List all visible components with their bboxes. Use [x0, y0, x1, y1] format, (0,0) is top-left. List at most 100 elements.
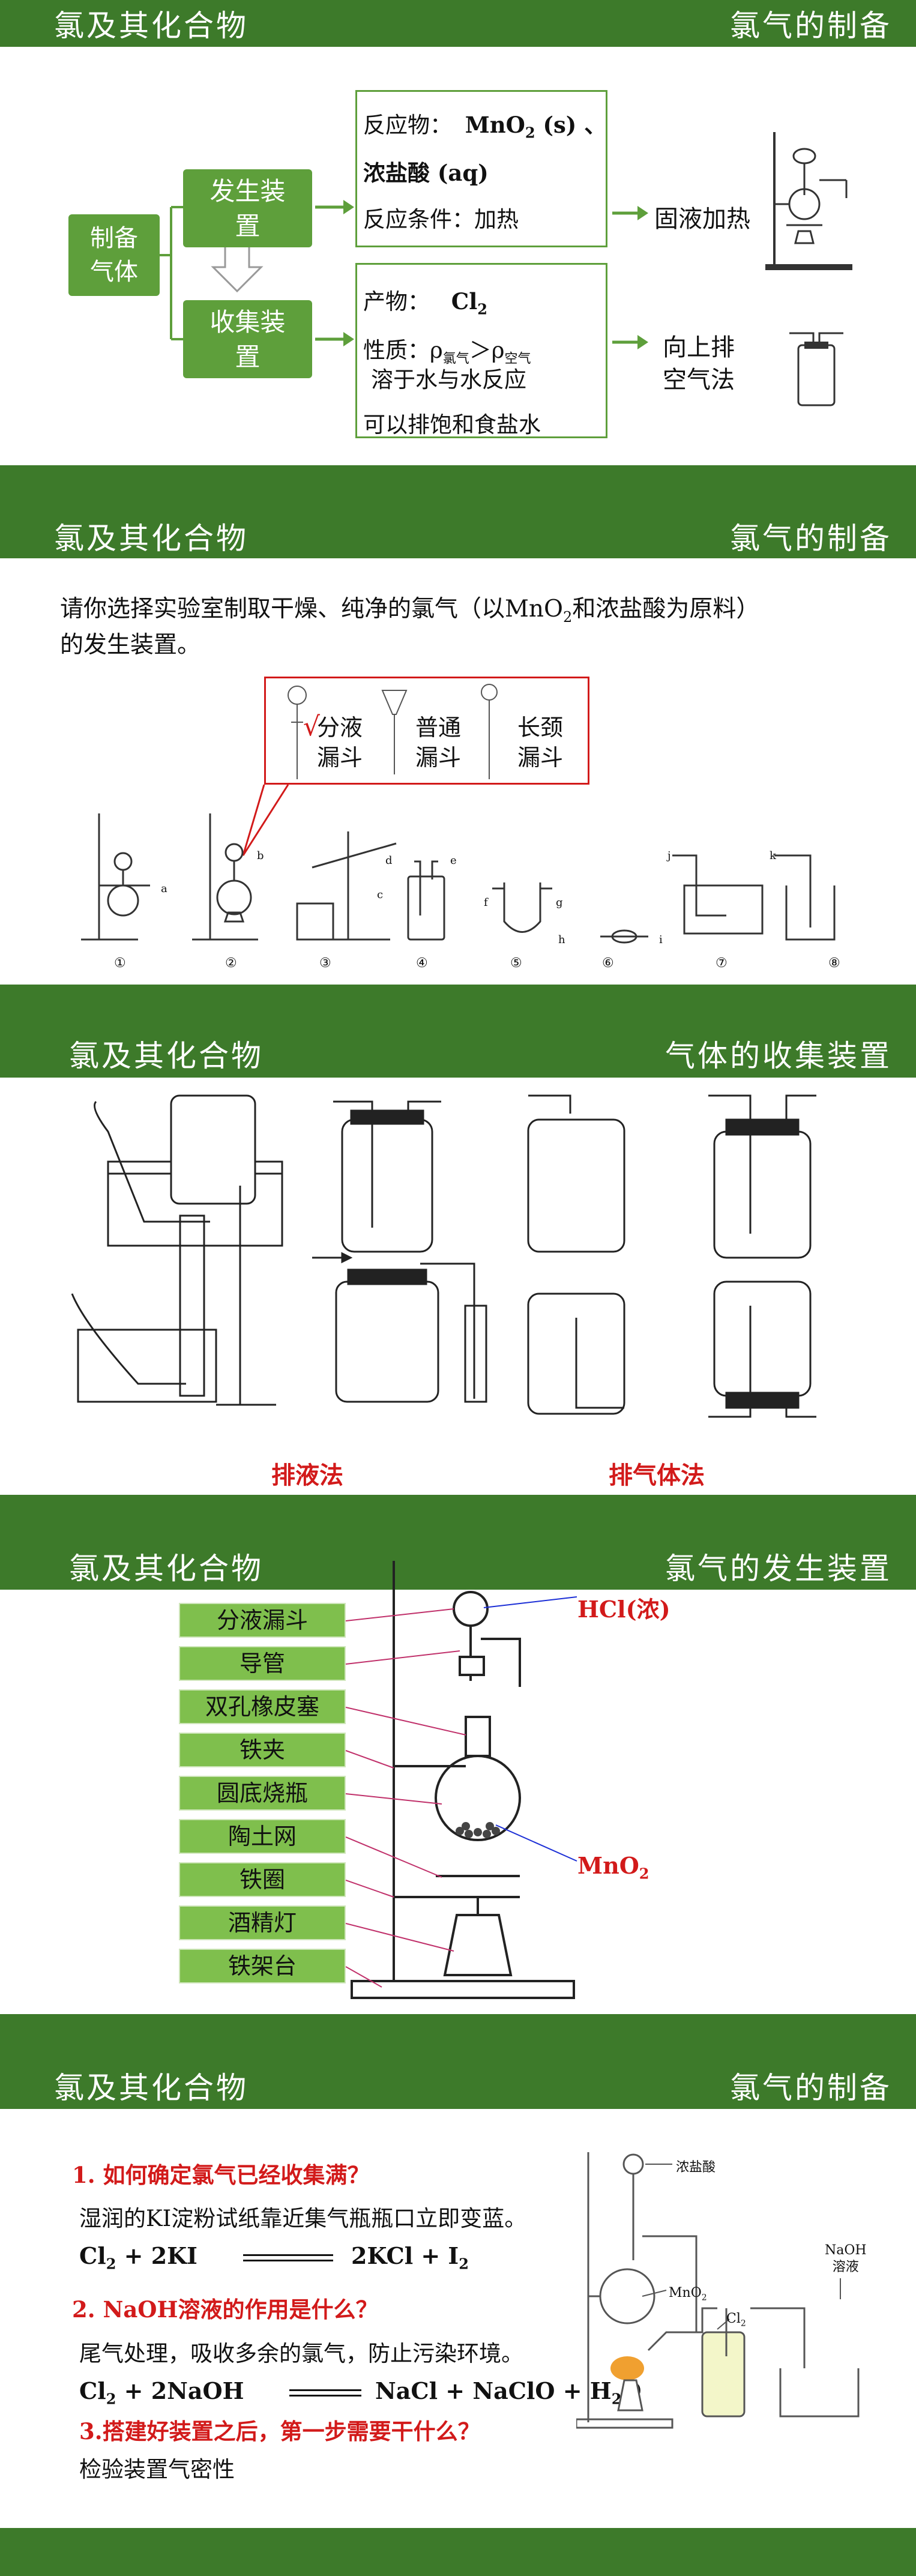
apparatus-number: ①: [114, 956, 126, 971]
separator-band-3: [0, 1495, 916, 1543]
port-letter: d: [385, 854, 393, 867]
section-title: 氯气的制备: [730, 2071, 892, 2105]
port-letter: c: [377, 888, 384, 901]
gas-collection-bottle: [789, 332, 843, 406]
equation-1: Cl2 + 2KI: [79, 2242, 197, 2273]
callout-pointer: [242, 784, 289, 856]
equation-1-right: 2KCl + I2: [351, 2242, 469, 2273]
answer-1: 湿润的KI淀粉试纸靠近集气瓶瓶口立即变蓝。: [79, 2206, 527, 2231]
section-title: 氯气的制备: [730, 8, 892, 43]
port-letter: f: [484, 896, 488, 909]
slide-1-title-bar: 氯及其化合物 氯气的制备: [0, 0, 916, 47]
property-line: 性质：ρ氯气＞ρ空气: [363, 337, 531, 367]
collection-result-1: 向上排: [663, 334, 735, 361]
part-label: 铁架台: [179, 1949, 346, 1983]
generation-info-box: [355, 90, 607, 247]
topic-title: 氯及其化合物: [54, 520, 249, 556]
section-title: 气体的收集装置: [665, 1039, 892, 1073]
liquid-method-label: 排液法: [271, 1461, 343, 1489]
apparatus-number: ④: [416, 956, 428, 971]
separator-band-1: [0, 465, 916, 513]
port-letter: e: [450, 854, 457, 867]
part-label: 酒精灯: [179, 1905, 346, 1940]
reactant-line: 反应物： MnO2 (s) 、: [363, 112, 607, 142]
port-letter: g: [556, 896, 563, 909]
separatory-funnel-icon: [288, 686, 307, 779]
port-letter: k: [770, 849, 776, 862]
slide-1-overview: 氯及其化合物 氯气的制备 制备 气体 发生装 置 收集装 置 反应物： MnO2…: [0, 0, 916, 516]
slide-5-questions: 氯及其化合物 氯气的制备 1. 如何确定氯气已经收集满？ 湿润的KI淀粉试纸靠近…: [0, 2062, 916, 2576]
generation-device-box: 发生装 置: [183, 169, 312, 247]
hcl-label: HCl(浓): [577, 1596, 670, 1623]
answer-2: 尾气处理，吸收多余的氯气，防止污染环境。: [79, 2341, 523, 2366]
part-label: 分液漏斗: [179, 1603, 346, 1638]
port-letter: j: [667, 849, 671, 862]
part-label: 陶土网: [179, 1819, 346, 1854]
funnel-callout: [264, 677, 589, 785]
slide-4-generation-apparatus: 氯及其化合物 氯气的发生装置 分液漏斗 导管 双孔橡皮塞 铁夹 圆底烧瓶 陶土网…: [0, 1543, 916, 2017]
apparatus-number: ⑤: [510, 956, 522, 971]
question-line-1: 请你选择实验室制取干燥、纯净的氯气（以MnO2和浓盐酸为原料）: [60, 596, 760, 626]
reactant-acid: 浓盐酸 (aq): [363, 160, 489, 186]
separator-band-5: [0, 2528, 916, 2576]
apparatus-number: ⑧: [828, 956, 840, 971]
apparatus-number: ⑦: [716, 956, 728, 971]
reaction-condition: 反应条件：加热: [363, 207, 519, 232]
equation-1-equals: [243, 2254, 333, 2261]
part-label: 铁圈: [179, 1862, 346, 1897]
apparatus-number: ⑥: [602, 956, 614, 971]
funnel-2-label: 普通 漏斗: [415, 714, 462, 771]
funnel-1-label: 分液 漏斗: [317, 714, 363, 771]
slide-4-title-bar: 氯及其化合物 氯气的发生装置: [0, 1543, 916, 1590]
gas-method-label: 排气体法: [609, 1461, 705, 1489]
prepare-gas-box: 制备 气体: [68, 214, 160, 296]
long-neck-funnel-icon: [481, 684, 498, 779]
flow-connectors: [160, 200, 648, 349]
port-letter: h: [558, 934, 565, 946]
apparatus-row: [81, 813, 836, 944]
question-1: 1. 如何确定氯气已经收集满？: [72, 2162, 370, 2188]
topic-title: 氯及其化合物: [69, 1551, 264, 1586]
separator-band-2: [0, 985, 916, 1030]
product-line: 产物： Cl2: [363, 288, 487, 318]
slide-5-title-bar: 氯及其化合物 氯气的制备: [0, 2062, 916, 2109]
mno2-label: MnO2: [577, 1852, 649, 1883]
collection-result-2: 空气法: [663, 366, 735, 394]
generation-result: 固液加热: [654, 205, 750, 233]
question-3: 3.搭建好装置之后，第一步需要干什么？: [79, 2418, 480, 2445]
part-label: 圆底烧瓶: [179, 1776, 346, 1811]
apparatus-number: ③: [319, 956, 331, 971]
part-label: 双孔橡皮塞: [179, 1689, 346, 1724]
fig-hcl-label: 浓盐酸: [676, 2160, 716, 2175]
full-apparatus-drawing: [576, 2152, 860, 2429]
funnel-3-label: 长颈 漏斗: [517, 714, 564, 771]
topic-title: 氯及其化合物: [54, 2071, 249, 2105]
ordinary-funnel-icon: [381, 690, 408, 774]
section-title: 氯气的制备: [730, 520, 892, 556]
collection-device-box: 收集装 置: [183, 300, 312, 378]
selected-check: √: [303, 711, 321, 742]
collection-devices-drawing: [71, 1094, 816, 1418]
separator-band-4: [0, 2014, 916, 2062]
slide-2-title-bar: 氯及其化合物 氯气的制备: [0, 513, 916, 558]
port-letter: a: [161, 882, 167, 895]
property-dissolve: 溶于水与水反应: [371, 367, 526, 393]
part-label: 铁夹: [179, 1733, 346, 1767]
port-letter: b: [257, 849, 264, 862]
topic-title: 氯及其化合物: [54, 8, 249, 43]
fig-cl2-label: Cl2: [726, 2311, 746, 2329]
slide-3-collection: 氯及其化合物 气体的收集装置: [0, 1030, 916, 1504]
section-title: 氯气的发生装置: [665, 1551, 892, 1586]
collection-info-box: [355, 263, 607, 438]
fig-mno2-label: MnO2: [669, 2285, 707, 2303]
slide-2-device-selection: 氯及其化合物 氯气的制备 请你选择实验室制取干燥、纯净的氯气（以MnO2和浓盐酸…: [0, 513, 916, 1003]
port-letter: i: [659, 934, 663, 946]
equation-2-equals: [289, 2389, 361, 2397]
solid-liquid-heating-apparatus: [765, 132, 852, 270]
answer-3: 检验装置气密性: [79, 2457, 235, 2482]
property-brine: 可以排饱和食盐水: [363, 412, 541, 438]
equation-2: Cl2 + 2NaOH: [79, 2377, 244, 2408]
part-label: 导管: [179, 1646, 346, 1681]
slide-3-title-bar: 氯及其化合物 气体的收集装置: [0, 1030, 916, 1078]
fig-naoh-label: NaOH 溶液: [825, 2243, 867, 2275]
